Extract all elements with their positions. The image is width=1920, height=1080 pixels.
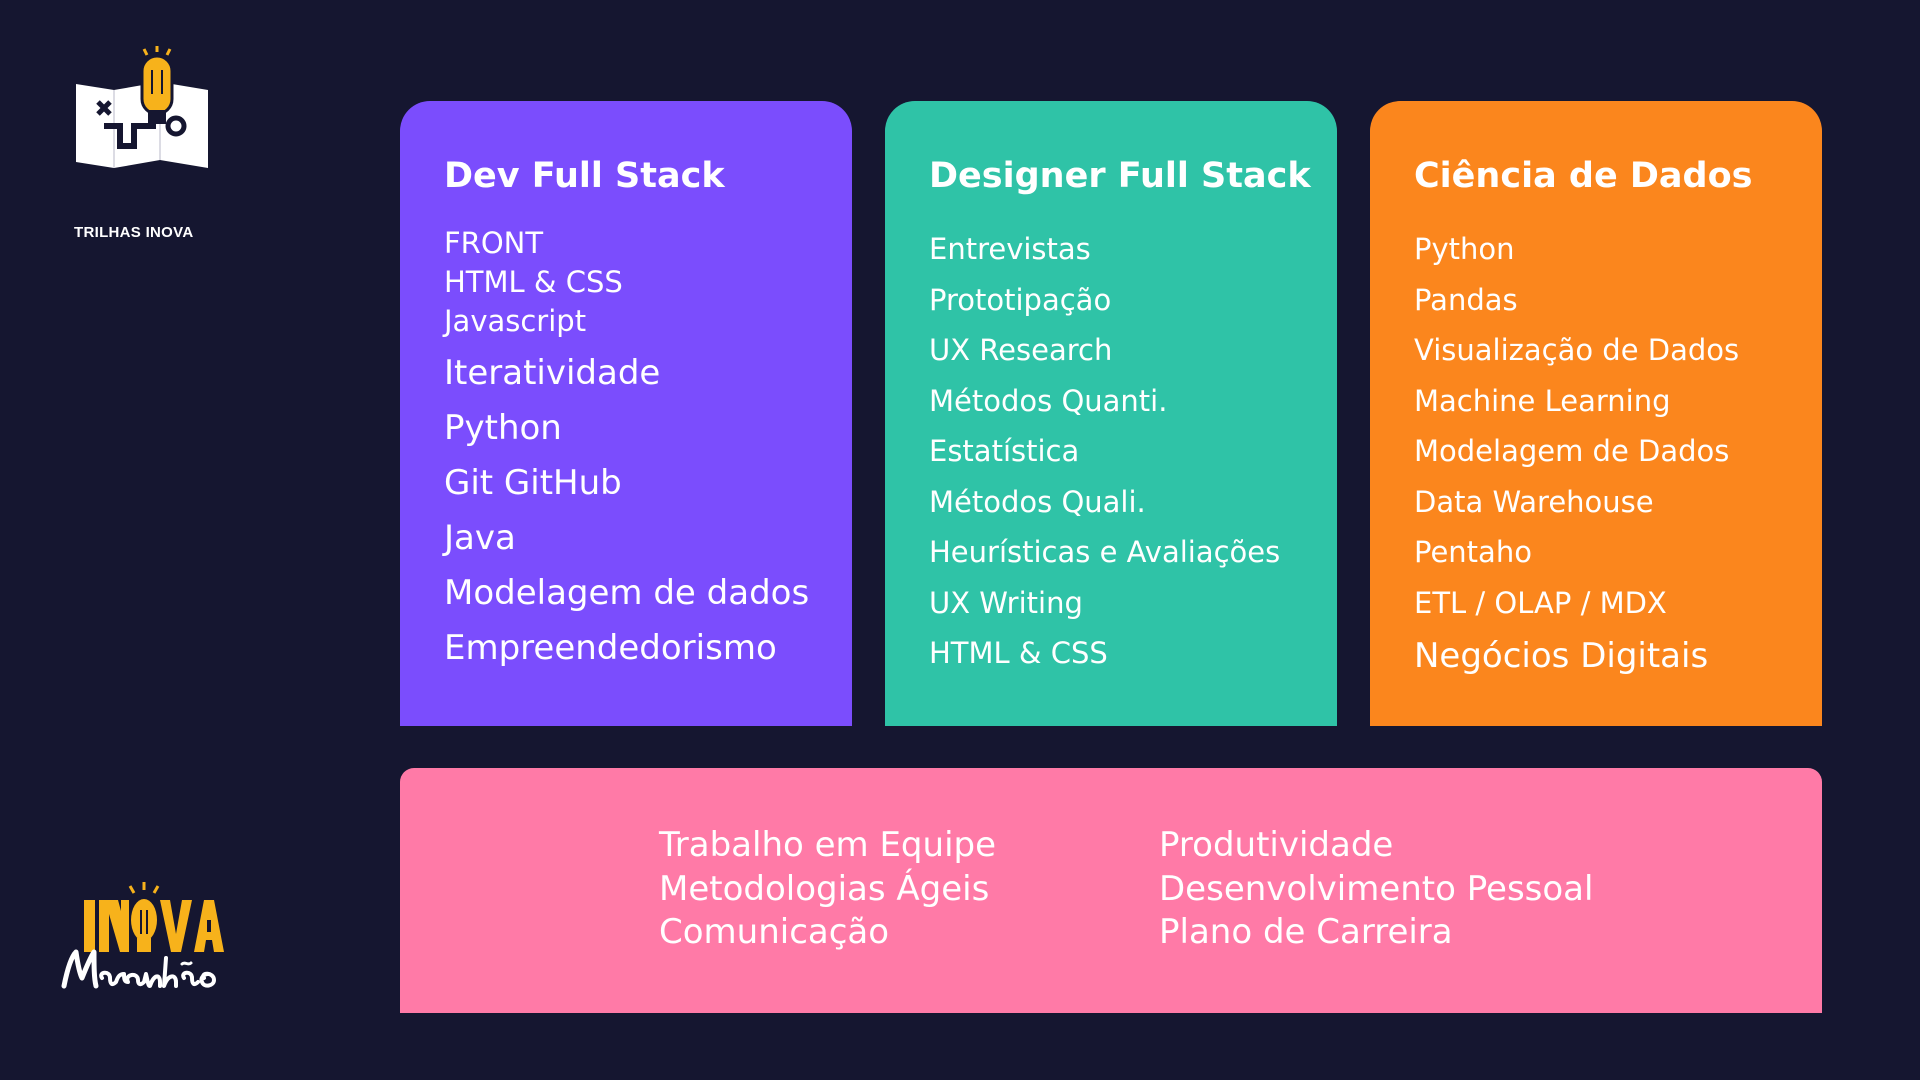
inova-maranhao-logo (58, 882, 224, 994)
track-card-dev-full-stack: Dev Full Stack FRONT HTML & CSS Javascri… (400, 101, 852, 726)
topic-item: Data Warehouse (1414, 484, 1654, 519)
topic-item: Modelagem de Dados (1414, 434, 1730, 468)
topic-item: Java (444, 518, 516, 558)
topic-item: Prototipação (929, 282, 1112, 317)
topic-item: Pentaho (1414, 535, 1532, 569)
topic-list: Entrevistas Prototipação UX Research Mét… (929, 224, 1337, 679)
topic-item: Git GitHub (444, 463, 622, 503)
soft-skill-item: Metodologias Ágeis (659, 868, 990, 909)
topic-list: Python Pandas Visualização de Dados Mach… (1414, 224, 1822, 684)
topic-item: Empreendedorismo (444, 628, 777, 668)
topic-item: Pandas (1414, 282, 1518, 317)
track-card-ciencia-de-dados: Ciência de Dados Python Pandas Visualiza… (1370, 101, 1822, 726)
soft-skill-item: Produtividade (1159, 825, 1394, 865)
topic-item: HTML & CSS (444, 265, 623, 299)
topic-item: FRONT (444, 226, 544, 260)
topic-item: UX Research (929, 333, 1113, 367)
soft-skills-right-list: Produtividade Desenvolvimento Pessoal Pl… (1159, 824, 1593, 955)
topic-item: Entrevistas (929, 232, 1091, 266)
topic-item: Python (1414, 232, 1515, 266)
topic-item: Visualização de Dados (1414, 333, 1740, 367)
trilhas-inova-logo: TRILHAS INOVA (74, 46, 210, 241)
soft-skill-item: Comunicação (659, 912, 890, 952)
topic-item: Machine Learning (1414, 383, 1671, 418)
topic-item: UX Writing (929, 585, 1083, 620)
topic-item: Javascript (444, 304, 587, 338)
soft-skill-item: Desenvolvimento Pessoal (1159, 868, 1594, 909)
trilhas-inova-caption: TRILHAS INOVA (74, 224, 194, 241)
soft-skill-item: Trabalho em Equipe (659, 825, 997, 865)
topic-item: Métodos Quali. (929, 484, 1146, 519)
track-title: Designer Full Stack (929, 156, 1311, 196)
soft-skill-item: Plano de Carreira (1159, 912, 1453, 952)
topic-item: Iteratividade (444, 353, 661, 393)
topic-item: Modelagem de dados (444, 573, 810, 613)
topic-list: FRONT HTML & CSS Javascript Iteratividad… (444, 224, 852, 676)
topic-item: Python (444, 408, 562, 448)
topic-item: HTML & CSS (929, 636, 1108, 670)
inova-maranhao-logo-icon (61, 882, 224, 989)
topic-item: Métodos Quanti. (929, 383, 1168, 418)
topic-item: Estatística (929, 434, 1080, 468)
track-card-designer-full-stack: Designer Full Stack Entrevistas Prototip… (885, 101, 1337, 726)
track-title: Dev Full Stack (444, 156, 725, 196)
track-title: Ciência de Dados (1414, 156, 1753, 196)
soft-skills-left-list: Trabalho em Equipe Metodologias Ágeis Co… (659, 824, 996, 955)
trilhas-map-icon (76, 46, 208, 168)
topic-item: Negócios Digitais (1414, 636, 1709, 676)
topic-item: Heurísticas e Avaliações (929, 535, 1281, 569)
topic-item: ETL / OLAP / MDX (1414, 585, 1667, 620)
soft-skills-banner: Trabalho em Equipe Metodologias Ágeis Co… (400, 768, 1822, 1013)
